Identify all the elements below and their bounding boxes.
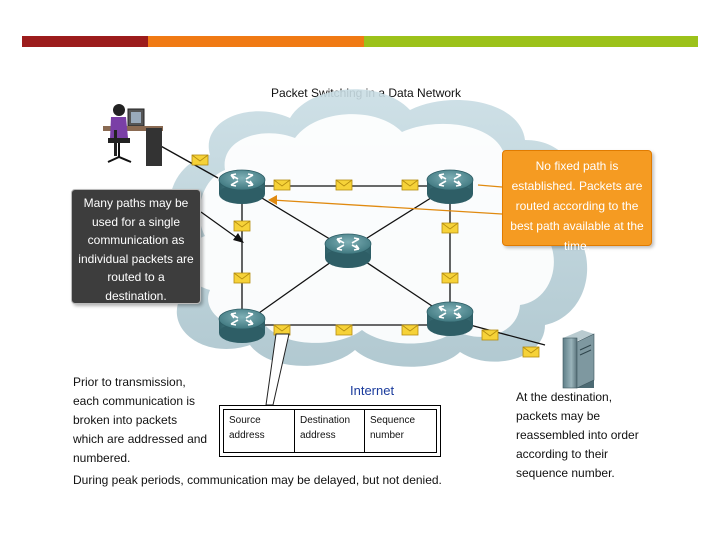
envelope-icon [191, 154, 209, 166]
router-icon [218, 169, 266, 205]
field-label: number [370, 430, 404, 441]
callout-line: time. [563, 239, 590, 253]
router-icon [426, 301, 474, 337]
packet-header-table: Source address Destination address Seque… [219, 405, 441, 457]
server-icon [562, 330, 595, 389]
callout-line: routed according to the [515, 199, 639, 213]
callout-line: used for a single [91, 214, 181, 229]
envelope-icon [441, 222, 459, 234]
no-fixed-path-callout: No fixed path is established. Packets ar… [502, 150, 652, 253]
packet-field-source: Source address [224, 410, 294, 452]
callout-line: Many paths may be [83, 196, 189, 210]
envelope-icon [335, 324, 353, 336]
callout-line: best path available at the [510, 219, 644, 233]
callout-line: individual packets are [78, 251, 194, 266]
footnote: During peak periods, communication may b… [73, 473, 442, 487]
header-bar-red [22, 36, 148, 47]
paths-callout: Many paths may be used for a single comm… [71, 189, 201, 304]
callout-line: destination. [105, 288, 167, 303]
destination-text: At the destination, packets may be reass… [516, 388, 639, 483]
callout-line: routed to a [107, 270, 165, 284]
envelope-icon [401, 179, 419, 191]
field-label: Sequence [370, 415, 416, 426]
workstation-user-icon [103, 104, 163, 166]
router-icon [218, 308, 266, 344]
header-bar-green [364, 36, 698, 47]
router-icon [426, 169, 474, 205]
field-label: Source [229, 415, 261, 426]
envelope-icon [522, 346, 540, 358]
text-line: which are addressed and [73, 432, 208, 446]
text-line: At the destination, [516, 390, 613, 404]
text-line: Prior to transmission, [73, 375, 186, 389]
text-line: according to their [516, 447, 609, 461]
text-line: reassembled into order [516, 428, 639, 442]
envelope-icon [481, 329, 499, 341]
text-line: each communication is [73, 394, 196, 408]
text-line: numbered. [73, 451, 131, 465]
text-line: packets may be [516, 409, 601, 423]
envelope-icon [273, 179, 291, 191]
packet-field-sequence: Sequence number [364, 410, 436, 452]
envelope-icon [441, 272, 459, 284]
text-line: broken into packets [73, 413, 178, 427]
packet-field-destination: Destination address [294, 410, 364, 452]
field-label: Destination [300, 415, 351, 426]
router-icon [324, 233, 372, 269]
callout-line: communication as [87, 233, 185, 247]
envelope-icon [233, 272, 251, 284]
envelope-icon [233, 220, 251, 232]
envelope-icon [335, 179, 353, 191]
field-label: address [300, 430, 336, 441]
callout-line: No fixed path is [535, 159, 619, 173]
text-line: sequence number. [516, 466, 615, 480]
field-label: address [229, 430, 265, 441]
header-bar-orange [148, 36, 364, 47]
prior-transmission-text: Prior to transmission, each communicatio… [73, 373, 207, 468]
orange-path-arrow [271, 199, 503, 215]
internet-label: Internet [350, 383, 395, 398]
callout-line: established. Packets are [511, 179, 643, 193]
envelope-icon [401, 324, 419, 336]
